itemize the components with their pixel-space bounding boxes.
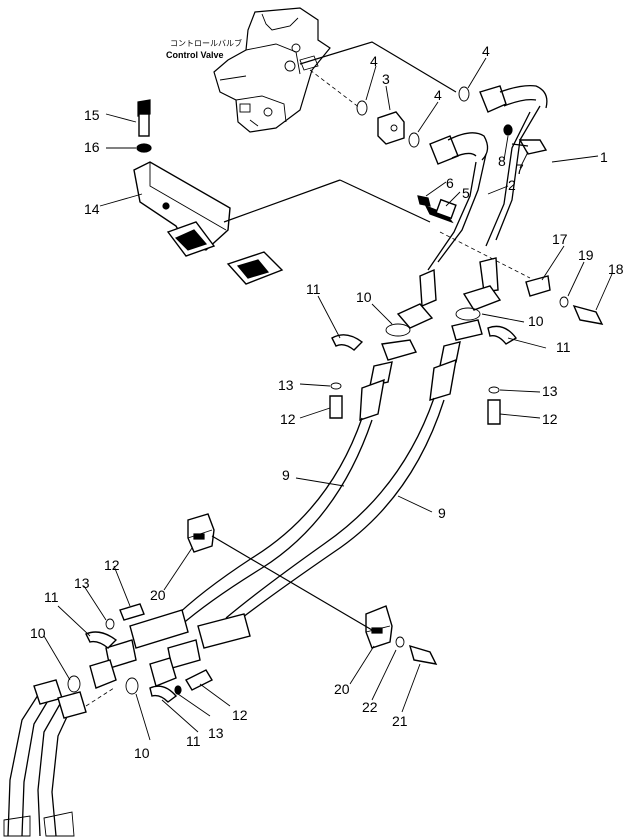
o-ring-10-a: [385, 323, 411, 337]
bolt-12-b: [487, 399, 501, 425]
o-ring-10-d: [125, 677, 139, 695]
callout-19: 19: [578, 247, 594, 263]
callout-1: 1: [600, 149, 608, 165]
callout-20-b: 20: [334, 681, 350, 697]
bolt-15: [137, 99, 151, 117]
callout-8: 8: [498, 153, 506, 169]
callout-20-a: 20: [150, 587, 166, 603]
bracket-14: [133, 161, 284, 285]
callout-13-a: 13: [278, 377, 294, 393]
callout-21: 21: [392, 713, 408, 729]
washer-8: [503, 124, 513, 136]
callout-3: 3: [382, 71, 390, 87]
callout-10-c: 10: [30, 625, 46, 641]
callout-4-c: 4: [482, 43, 490, 59]
callout-10-b: 10: [528, 313, 544, 329]
o-ring-4-a: [356, 100, 368, 116]
callout-13-d: 13: [208, 725, 224, 741]
bolt-12-d: [185, 669, 213, 691]
callout-11-a: 11: [306, 281, 321, 297]
callout-12-c: 12: [104, 557, 120, 573]
hose-1: [462, 84, 548, 311]
callout-13-b: 13: [542, 383, 558, 399]
callout-18: 18: [608, 261, 624, 277]
pipe-assembly: [3, 679, 115, 837]
o-ring-4-c: [458, 86, 470, 102]
washer-22: [395, 636, 405, 648]
callout-2: 2: [508, 177, 516, 193]
callout-14: 14: [84, 201, 100, 217]
control-valve: [213, 7, 331, 133]
bolt-18: [572, 304, 604, 325]
o-ring-4-b: [408, 132, 420, 148]
callout-10-a: 10: [356, 289, 372, 305]
callout-11-c: 11: [44, 589, 59, 605]
washer-13-a: [330, 382, 342, 390]
bolt-7: [518, 139, 548, 155]
bolt-12-a: [329, 395, 343, 419]
control-valve-label-en: Control Valve: [166, 50, 224, 60]
callout-12-d: 12: [232, 707, 248, 723]
callout-12-b: 12: [542, 411, 558, 427]
split-flange-11-a: [331, 334, 364, 351]
hose-9-b: [149, 319, 483, 687]
clamp-20-a: [187, 513, 215, 553]
washer-13-d: [174, 685, 182, 695]
callout-11-b: 11: [556, 339, 571, 355]
washer-16: [136, 143, 152, 153]
o-ring-10-b: [455, 307, 481, 321]
callout-11-d: 11: [186, 733, 201, 749]
callout-15: 15: [84, 107, 100, 123]
hose-9-a: [89, 339, 418, 689]
washer-6: [417, 195, 431, 207]
washer-19: [559, 296, 569, 308]
split-flange-11-b: [487, 325, 518, 345]
o-ring-10-c: [67, 675, 81, 693]
callout-4-a: 4: [370, 53, 378, 69]
hose-2: [396, 132, 489, 329]
washer-13-b: [488, 386, 500, 394]
callout-12-a: 12: [280, 411, 296, 427]
split-flange-11-c: [85, 631, 118, 649]
callout-4-b: 4: [434, 87, 442, 103]
callout-17: 17: [552, 231, 568, 247]
callouts: 1 2 3 4 4 4 5 6 7 8 9 9 10 10 10 10 11 1…: [30, 43, 624, 761]
split-flange-11-d: [149, 685, 178, 703]
clamp-17: [525, 275, 551, 297]
callout-6: 6: [446, 175, 454, 191]
washer-13-c: [105, 618, 115, 630]
leader-lines: [43, 57, 613, 741]
callout-22: 22: [362, 699, 378, 715]
bolt-12-c: [119, 603, 145, 621]
callout-10-d: 10: [134, 745, 150, 761]
callout-16: 16: [84, 139, 100, 155]
callout-13-c: 13: [74, 575, 90, 591]
callout-9-a: 9: [282, 467, 290, 483]
callout-7: 7: [516, 161, 524, 177]
callout-9-b: 9: [438, 505, 446, 521]
control-valve-label-jp: コントロールバルブ: [170, 38, 242, 48]
bolt-21: [408, 644, 438, 665]
callout-5: 5: [462, 185, 470, 201]
clamp-20-b: [365, 605, 393, 649]
